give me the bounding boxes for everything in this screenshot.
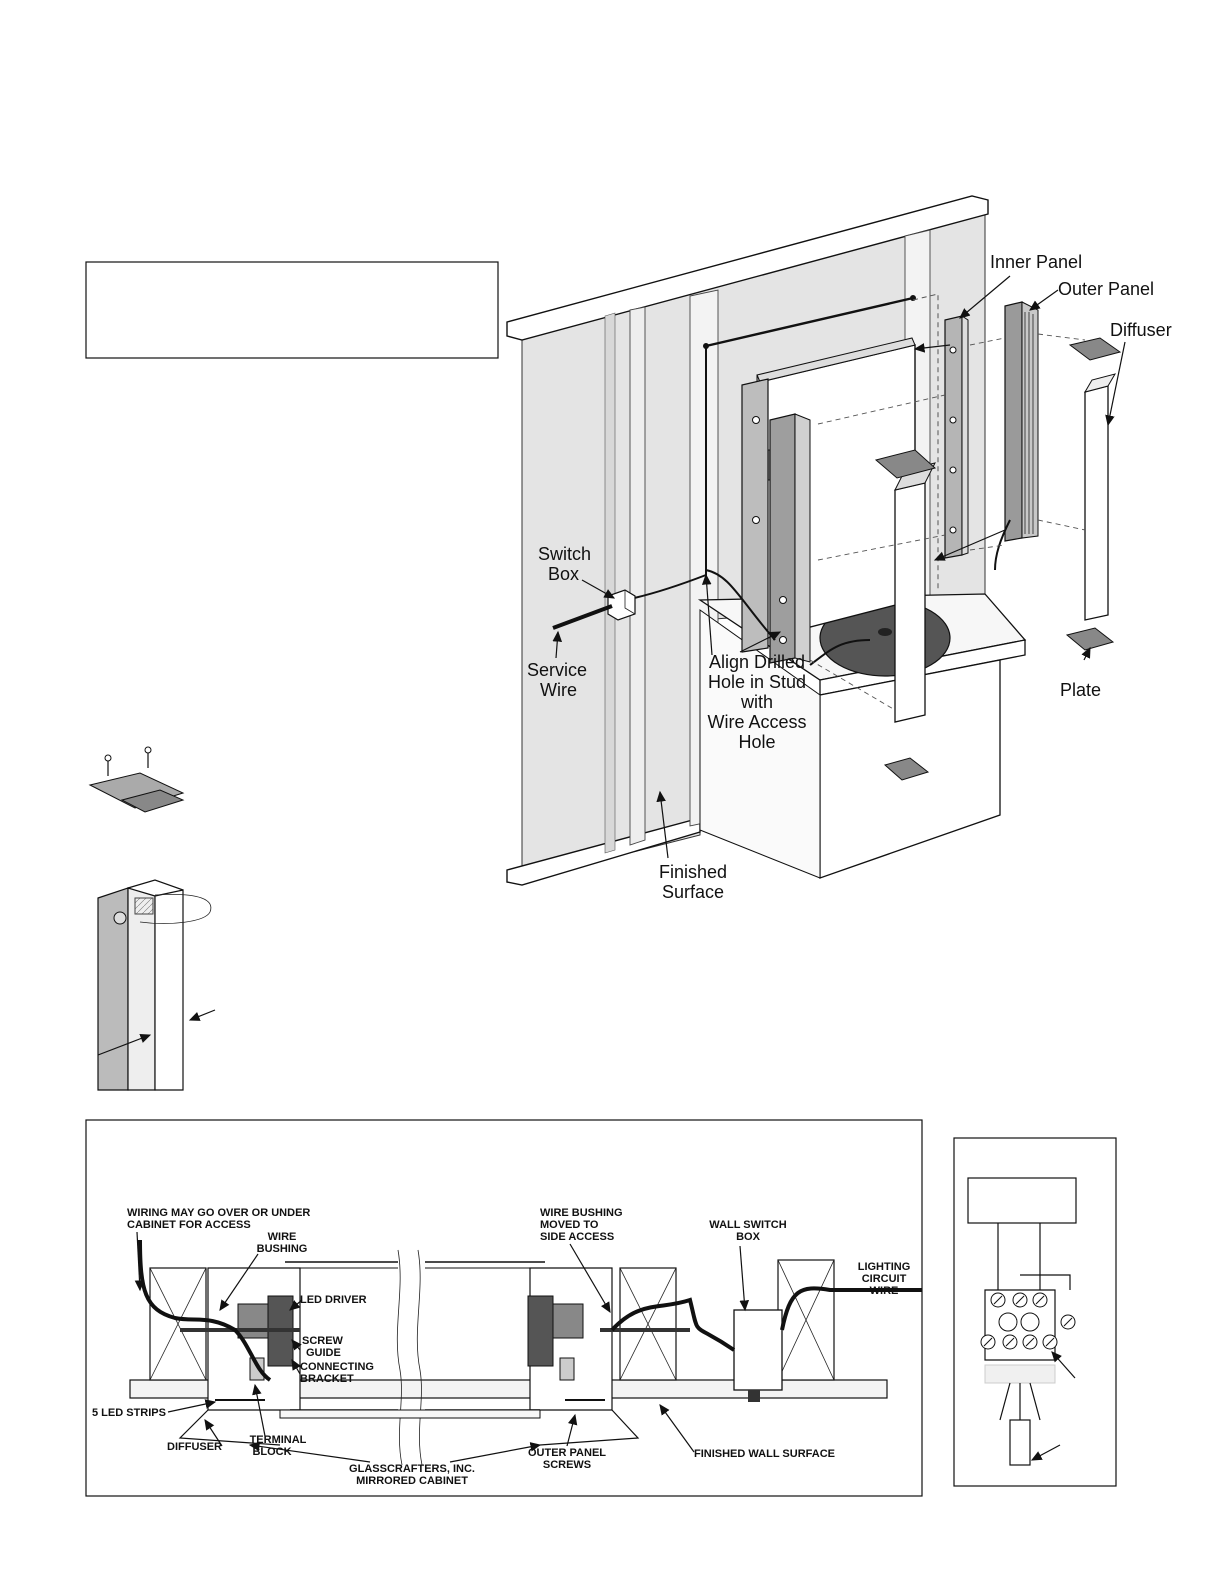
section-view-box (85, 1119, 923, 1497)
label-wire-bushing-1: WIRE (268, 1231, 297, 1243)
left-panels (741, 378, 811, 664)
stud-right (777, 1259, 835, 1381)
label-align-1: Align Drilled (709, 652, 805, 672)
note-box (85, 261, 499, 359)
wiring-diagram (967, 1177, 1077, 1466)
label-service-wire-2: Wire (540, 680, 577, 700)
label-bushing-moved-1: WIRE BUSHING (540, 1207, 623, 1219)
stud-middle (619, 1267, 677, 1381)
inner-panel (944, 315, 969, 559)
service-wire (552, 604, 613, 630)
label-screw-guide-2: GUIDE (306, 1347, 341, 1359)
diffuser-front-piece (874, 449, 937, 723)
label-screw-guide-1: SCREW (302, 1335, 344, 1347)
diffuser-piece (883, 337, 1122, 781)
label-led-driver: LED DRIVER (300, 1294, 367, 1306)
switch-box (607, 589, 636, 621)
outer-panel (1004, 301, 1039, 542)
label-cabinet-2: MIRRORED CABINET (356, 1475, 468, 1487)
label-inner-panel: Inner Panel (990, 252, 1082, 272)
label-wall-switch-box-2: BOX (736, 1231, 761, 1243)
label-outer-panel: Outer Panel (1058, 279, 1154, 299)
label-plate: Plate (1060, 680, 1101, 700)
label-lighting-wire-3: WIRE (870, 1285, 899, 1297)
label-align-5: Hole (738, 732, 775, 752)
label-lighting-wire-2: CIRCUIT (862, 1273, 907, 1285)
label-service-wire-1: Service (527, 660, 587, 680)
label-align-4: Wire Access (707, 712, 806, 732)
label-wire-bushing-2: BUSHING (257, 1243, 308, 1255)
label-bushing-moved-3: SIDE ACCESS (540, 1231, 614, 1243)
label-cabinet-1: GLASSCRAFTERS, INC. (349, 1463, 475, 1475)
wiring-diagram-box (953, 1137, 1117, 1487)
label-lighting-wire-1: LIGHTING (858, 1261, 911, 1273)
label-finished-wall-surface: FINISHED WALL SURFACE (694, 1448, 835, 1460)
label-switch-box-2: Box (548, 564, 579, 584)
label-align-2: Hole in Stud (708, 672, 806, 692)
label-connecting-bracket-1: CONNECTING (300, 1361, 374, 1373)
label-wiring-note-2: CABINET FOR ACCESS (127, 1219, 251, 1231)
panel-corner-detail (97, 879, 216, 1091)
label-switch-box-1: Switch (538, 544, 591, 564)
label-led-strips: 5 LED STRIPS (92, 1407, 166, 1419)
plate-detail (88, 746, 185, 813)
stud-left (149, 1267, 207, 1381)
section-view (129, 1239, 922, 1466)
label-finished-surface-1: Finished (659, 862, 727, 882)
label-wiring-note-1: WIRING MAY GO OVER OR UNDER (127, 1207, 310, 1219)
label-diffuser: Diffuser (1110, 320, 1172, 340)
label-terminal-block-1: TERMINAL (250, 1434, 307, 1446)
label-diffuser-section: DIFFUSER (167, 1441, 222, 1453)
label-bushing-moved-2: MOVED TO (540, 1219, 599, 1231)
label-outer-panel-screws-1: OUTER PANEL (528, 1447, 606, 1459)
label-outer-panel-screws-2: SCREWS (543, 1459, 591, 1471)
label-wall-switch-box-1: WALL SWITCH (709, 1219, 786, 1231)
label-finished-surface-2: Surface (662, 882, 724, 902)
label-connecting-bracket-2: BRACKET (300, 1373, 354, 1385)
label-align-3: with (740, 692, 773, 712)
